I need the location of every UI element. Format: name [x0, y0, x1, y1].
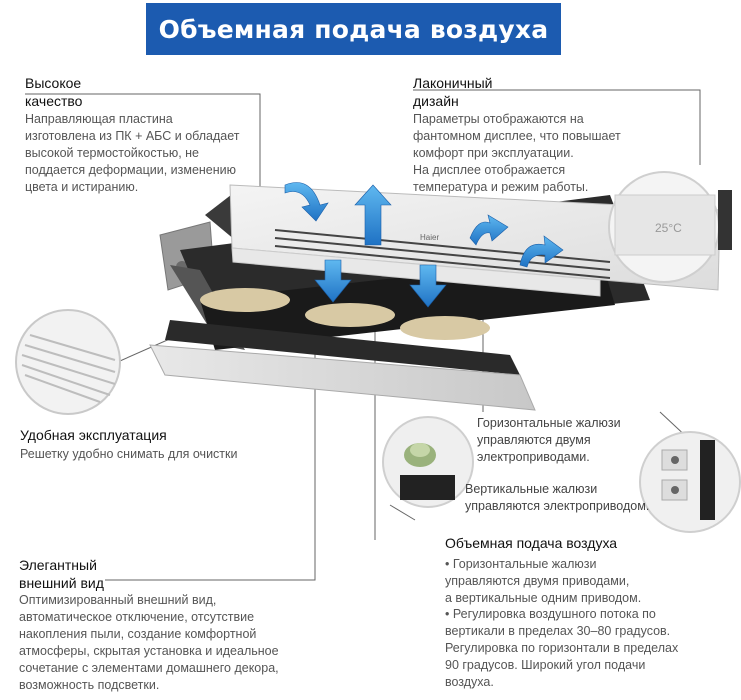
grille-zoom [15, 309, 121, 415]
horizontal-louver-text: Горизонтальные жалюзи управляются двумя … [477, 416, 621, 464]
airflow-title: Объемная подача воздуха [445, 535, 618, 551]
quality-text: Направляющая пластина изготовлена из ПК … [25, 112, 240, 194]
airflow-bullet-2: • Регулировка воздушного потока по верти… [445, 607, 679, 689]
design-title: Лаконичный дизайн [413, 75, 493, 109]
usage-title: Удобная эксплуатация [20, 427, 167, 443]
airflow-bullet-1: • Горизонтальные жалюзи управляются двум… [445, 557, 642, 605]
design-text: Параметры отображаются на фантомном дисп… [413, 112, 621, 194]
usage-text: Решетку удобно снимать для очистки [20, 447, 238, 461]
horizontal-motor-zoom [639, 431, 741, 533]
page-banner: Объемная подача воздуха [146, 3, 561, 55]
vertical-motor-zoom [382, 416, 474, 508]
display-temp: 25°C [655, 221, 682, 235]
airflow-arrows [284, 182, 564, 308]
elegant-title: Элегантный внешний вид [19, 557, 104, 591]
vertical-louver-text: Вертикальные жалюзи управляются электроп… [465, 482, 650, 513]
display-zoom: 25°C [608, 171, 732, 283]
elegant-text: Оптимизированный внешний вид, автоматиче… [19, 593, 279, 692]
removable-grille [149, 320, 536, 411]
brand-logo: Haier [420, 233, 439, 242]
quality-title: Высокое качество [25, 75, 83, 109]
